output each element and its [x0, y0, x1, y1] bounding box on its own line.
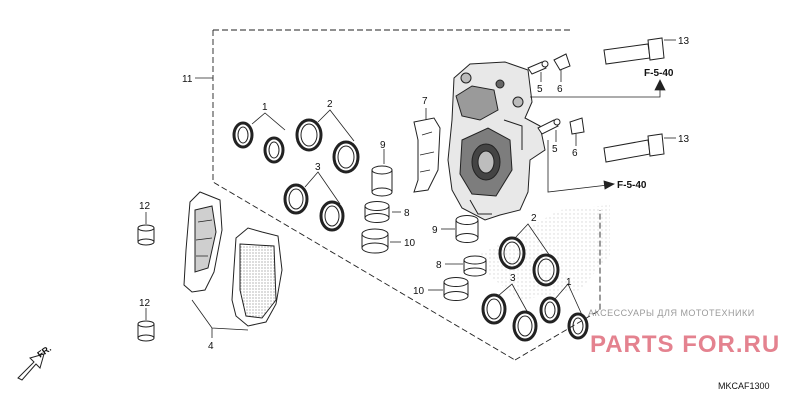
- front-direction-arrow: [17, 353, 45, 381]
- watermark-line2: PARTS FOR.RU: [590, 331, 780, 358]
- brake-pad-inner: [231, 227, 283, 327]
- callout-2-lower: 2: [531, 213, 537, 224]
- leaders-lower-pistons: [428, 228, 463, 291]
- piston-9-upper: [371, 165, 393, 197]
- leaders-bolts: [664, 39, 676, 139]
- callout-3-lower: 3: [510, 273, 516, 284]
- reference-arrow-lower: [547, 140, 616, 193]
- piston-10-upper: [361, 228, 389, 254]
- pin-12-lower: [137, 320, 155, 342]
- callout-2-upper: 2: [327, 99, 333, 110]
- piston-8-lower: [463, 255, 487, 277]
- seal-group-lower: [481, 236, 589, 342]
- leaders-lower-seals: [497, 223, 583, 316]
- reference-arrow-upper: [530, 79, 666, 98]
- pad-spring-7: [413, 117, 441, 193]
- callout-9-lower: 9: [432, 225, 438, 236]
- callout-6-lower: 6: [572, 148, 578, 159]
- callout-5-upper: 5: [537, 84, 543, 95]
- leaders-upper-pistons: [383, 149, 401, 243]
- callout-13-lower: 13: [678, 134, 690, 145]
- brake-pad-outer: [183, 191, 223, 293]
- pin-12-upper: [137, 224, 155, 246]
- leader-4: [191, 299, 249, 338]
- callout-13-upper: 13: [678, 36, 690, 47]
- watermark-line1: АКСЕССУАРЫ ДЛЯ МОТОТЕХНИКИ: [588, 308, 755, 318]
- caliper-body: [447, 61, 546, 221]
- bleeder-cap-6-upper: [553, 53, 571, 71]
- callout-1-lower: 1: [566, 277, 572, 288]
- seal-group-upper: [232, 118, 360, 232]
- mount-bolt-13-upper: [603, 37, 665, 65]
- callout-3-upper: 3: [315, 162, 321, 173]
- callout-10-upper: 10: [404, 238, 416, 249]
- callout-8-lower: 8: [436, 260, 442, 271]
- piston-10-lower: [443, 277, 469, 301]
- piston-8-upper: [364, 201, 390, 223]
- leaders-upper-seals: [251, 109, 355, 205]
- leaders-bleeders: [540, 70, 577, 146]
- callout-12-upper: 12: [139, 201, 151, 212]
- callout-7: 7: [422, 96, 428, 107]
- reference-label-lower: F-5-40: [617, 180, 647, 191]
- callout-4: 4: [208, 341, 214, 352]
- callout-1-upper: 1: [262, 102, 268, 113]
- callout-8-upper: 8: [404, 208, 410, 219]
- assembly-boundary: [212, 29, 601, 361]
- callout-10-lower: 10: [413, 286, 425, 297]
- piston-9-lower: [455, 215, 479, 243]
- callout-5-lower: 5: [552, 144, 558, 155]
- callout-12-lower: 12: [139, 298, 151, 309]
- shading-area: [470, 205, 610, 300]
- mount-bolt-13-lower: [603, 133, 665, 163]
- callout-11: 11: [182, 74, 193, 85]
- reference-label-upper: F-5-40: [644, 68, 674, 79]
- bleeder-5-upper: [527, 60, 549, 75]
- bleeder-5-lower: [537, 118, 561, 135]
- callout-6-upper: 6: [557, 84, 563, 95]
- callout-9-upper: 9: [380, 140, 386, 151]
- bleeder-cap-6-lower: [569, 117, 585, 135]
- diagram-code: MKCAF1300: [718, 381, 770, 391]
